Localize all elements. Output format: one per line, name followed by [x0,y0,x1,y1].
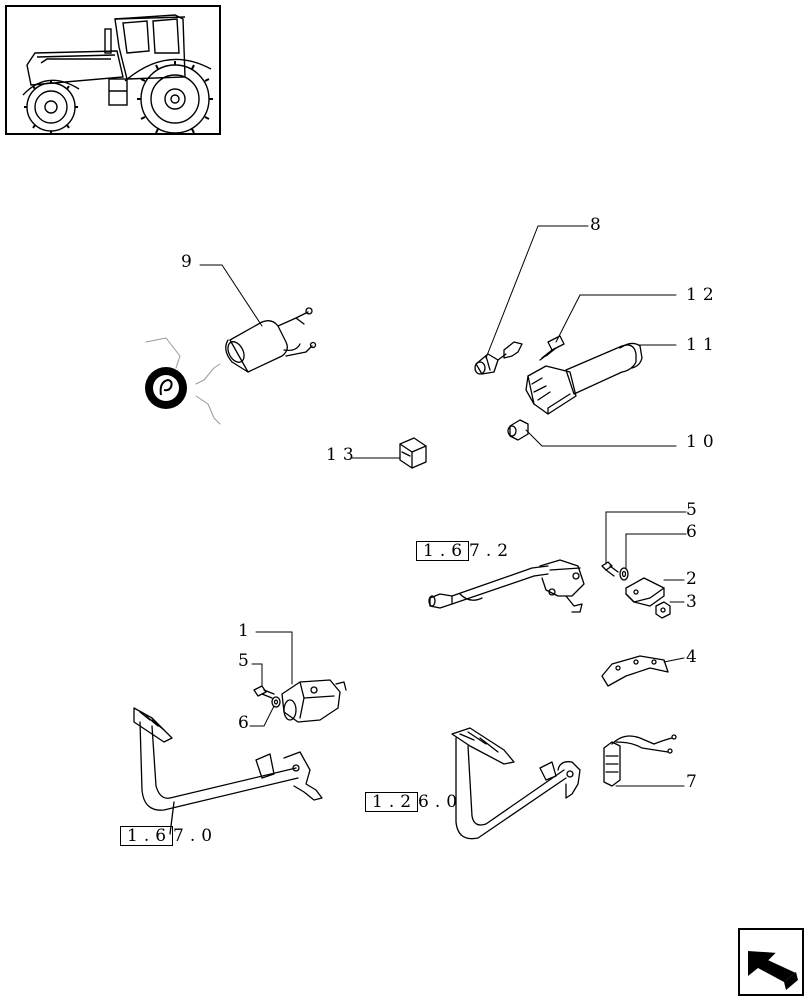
reference-1-67-2[interactable]: 1.67.2 [416,541,514,561]
brake-pedal-left [133,707,323,835]
callout-11: 11 [686,335,720,355]
leader-lines [199,225,687,787]
callout-1: 1 [238,621,255,641]
callout-4: 4 [686,647,703,667]
phantom-outline [145,337,221,425]
part-11-lever [525,342,643,415]
reference-rest: 7.0 [173,826,219,846]
reference-boxed: 1.2 [365,792,419,812]
part-13-switch [399,437,427,469]
callout-13: 13 [326,445,360,465]
callout-12: 12 [686,285,720,305]
reference-rest: 7.2 [469,541,515,561]
part-5-screw-lower [253,685,275,699]
part-10-plug [507,419,529,441]
callout-6-lower: 6 [238,713,255,733]
part-12-screw [539,335,565,361]
reference-rest: 6.0 [418,792,464,812]
reference-boxed: 1.6 [120,826,174,846]
callout-6-upper: 6 [686,522,703,542]
callout-3: 3 [686,592,703,612]
callout-7: 7 [686,772,703,792]
callout-2: 2 [686,569,703,589]
callout-8: 8 [590,215,607,235]
callout-9: 9 [181,252,198,272]
next-page-button[interactable] [738,928,804,996]
part-5-screw-upper [601,561,619,577]
part-6-washer-lower [271,696,281,708]
callout-5-upper: 5 [686,500,703,520]
tractor-thumbnail [5,5,221,135]
part-3-nut [655,601,671,619]
sealed-kit-icon [145,367,187,409]
part-7-sensor [603,734,677,787]
part-9-sender [225,307,317,373]
tractor-icon [22,14,213,134]
part-8-switch [474,341,523,375]
handbrake-lever [428,559,585,613]
callout-10: 10 [686,432,720,452]
callout-5-lower: 5 [238,651,255,671]
part-1-switch [281,679,347,723]
next-page-arrow-icon [747,949,798,990]
reference-1-67-0[interactable]: 1.67.0 [120,826,218,846]
reference-boxed: 1.6 [416,541,470,561]
part-2-switch [625,577,665,607]
reference-1-26-0[interactable]: 1.26.0 [365,792,463,812]
brake-pedal-right [451,727,581,840]
part-4-bracket [601,655,669,687]
part-6-washer-upper [619,567,629,581]
